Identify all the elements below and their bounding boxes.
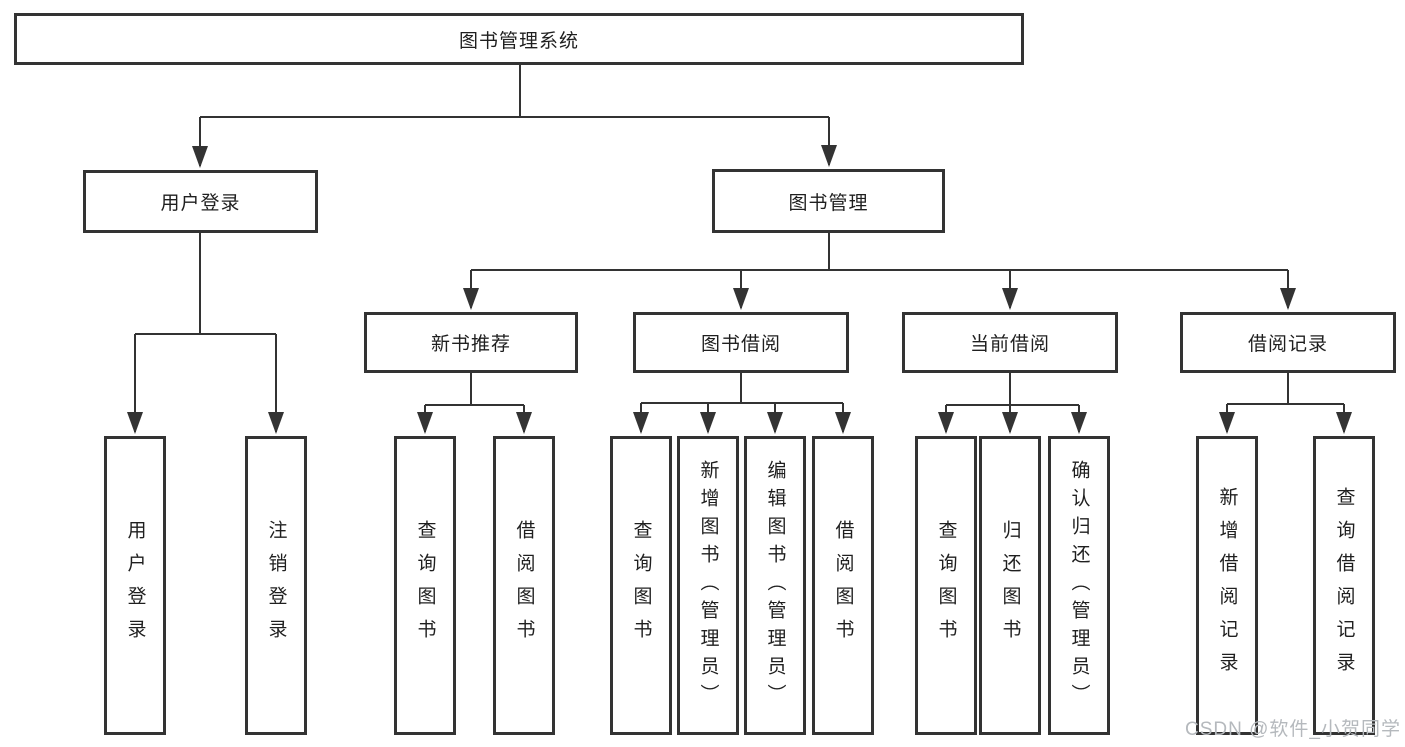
node-label: 用户登录 bbox=[160, 193, 241, 214]
node-label: 查询图书 bbox=[630, 519, 652, 652]
node-label: 新增借阅记录 bbox=[1216, 486, 1238, 685]
node-leaf-borrow-books: 借阅图书 bbox=[812, 436, 874, 735]
node-borrowing-records: 借阅记录 bbox=[1180, 312, 1396, 373]
node-user-login: 用户登录 bbox=[83, 170, 318, 233]
node-label: 新书推荐 bbox=[430, 334, 511, 355]
node-label: 编辑图书（管理员） bbox=[764, 459, 786, 712]
node-book-management: 图书管理 bbox=[712, 169, 945, 233]
node-label: 查询图书 bbox=[414, 519, 436, 652]
node-label: 图书借阅 bbox=[700, 334, 781, 355]
node-leaf-user-login: 用户登录 bbox=[104, 436, 166, 735]
node-label: 查询借阅记录 bbox=[1333, 486, 1355, 685]
node-leaf-borrow-books-recommend: 借阅图书 bbox=[493, 436, 555, 735]
node-leaf-query-borrow-record: 查询借阅记录 bbox=[1313, 436, 1375, 735]
node-label: 确认归还（管理员） bbox=[1068, 459, 1090, 712]
node-leaf-edit-books-admin: 编辑图书（管理员） bbox=[744, 436, 806, 735]
node-label: 图书管理 bbox=[788, 192, 869, 214]
node-leaf-query-books-current: 查询图书 bbox=[915, 436, 977, 735]
node-leaf-add-books-admin: 新增图书（管理员） bbox=[677, 436, 739, 735]
csdn-watermark: CSDN @软件_小贺同学 bbox=[1185, 719, 1401, 740]
node-current-borrowing: 当前借阅 bbox=[902, 312, 1118, 373]
node-book-borrowing: 图书借阅 bbox=[633, 312, 849, 373]
node-label: 借阅图书 bbox=[832, 519, 854, 652]
node-leaf-logout: 注销登录 bbox=[245, 436, 307, 735]
node-leaf-confirm-return-admin: 确认归还（管理员） bbox=[1048, 436, 1110, 735]
node-library-management-system: 图书管理系统 bbox=[14, 13, 1024, 65]
node-label: 归还图书 bbox=[999, 519, 1021, 652]
node-label: 当前借阅 bbox=[969, 334, 1050, 355]
node-leaf-add-borrow-record: 新增借阅记录 bbox=[1196, 436, 1258, 735]
node-label: 用户登录 bbox=[124, 519, 146, 652]
node-label: 图书管理系统 bbox=[458, 30, 579, 52]
node-label: 新增图书（管理员） bbox=[697, 459, 719, 712]
node-leaf-query-books-recommend: 查询图书 bbox=[394, 436, 456, 735]
node-label: 借阅图书 bbox=[513, 519, 535, 652]
node-label: 借阅记录 bbox=[1247, 334, 1328, 355]
node-leaf-query-books-borrowing: 查询图书 bbox=[610, 436, 672, 735]
node-label: 查询图书 bbox=[935, 519, 957, 652]
node-label: 注销登录 bbox=[265, 519, 287, 652]
node-leaf-return-books: 归还图书 bbox=[979, 436, 1041, 735]
node-new-book-recommendation: 新书推荐 bbox=[364, 312, 578, 373]
